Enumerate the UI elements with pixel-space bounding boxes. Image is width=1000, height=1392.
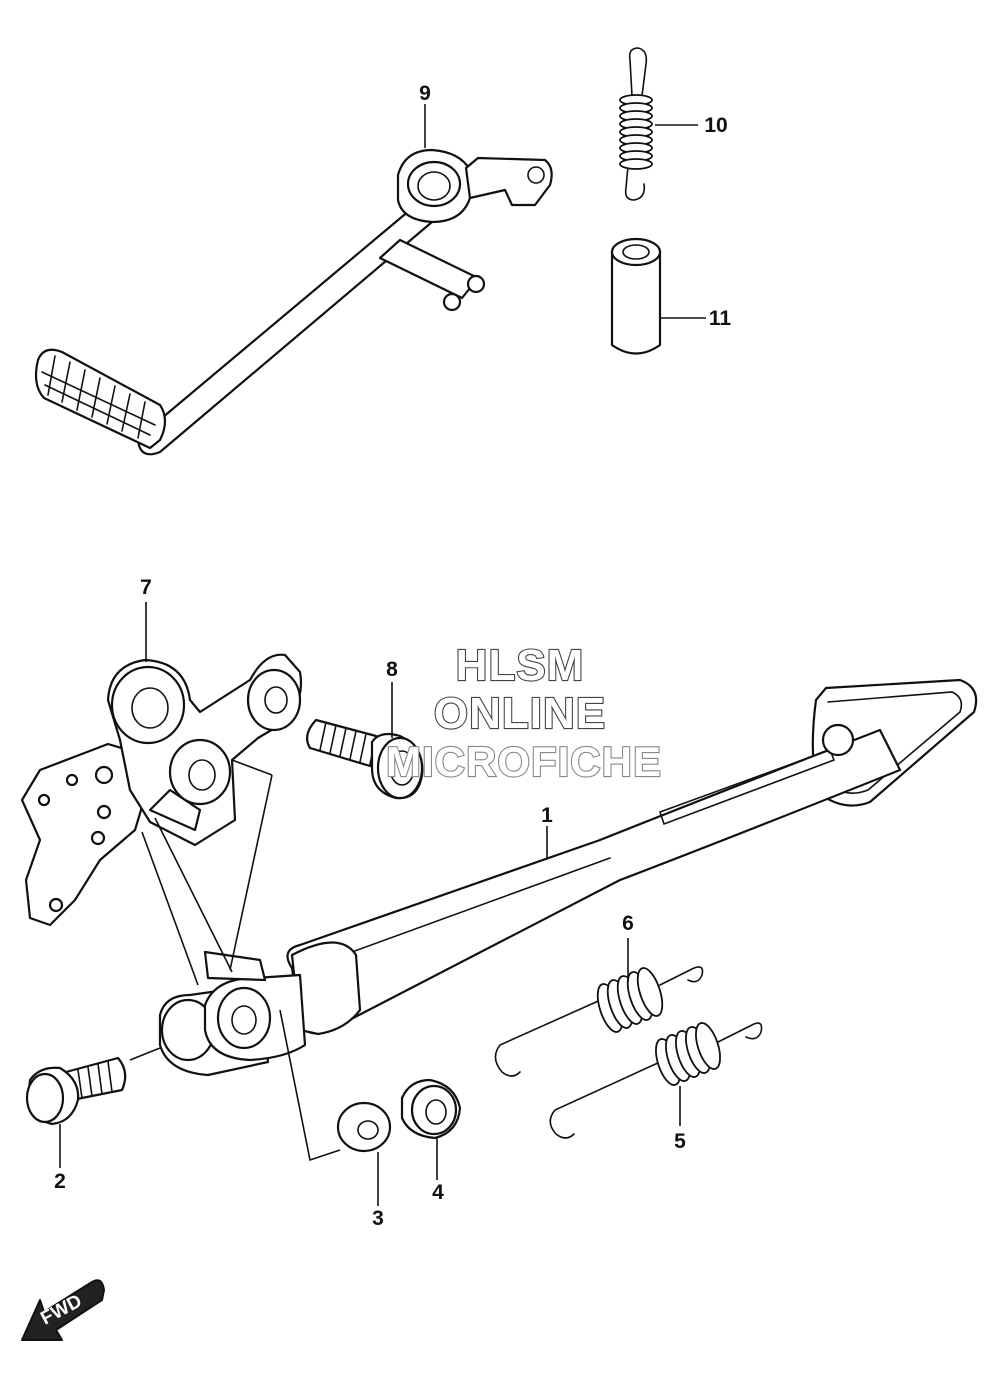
part-9-pedal[interactable]: [34, 148, 553, 456]
callout-labels: 9 10 11 7 8 1 6 5 2 4 3: [54, 82, 731, 1230]
watermark-line-2: ONLINE: [434, 689, 606, 738]
part-1-side-stand[interactable]: [158, 678, 978, 1077]
callout-9: 9: [419, 82, 431, 105]
part-3-washer[interactable]: [336, 1101, 392, 1153]
callout-1: 1: [541, 804, 553, 827]
part-6-spring[interactable]: [494, 965, 704, 1077]
callout-6: 6: [622, 912, 634, 935]
callout-5: 5: [674, 1130, 686, 1153]
part-5-spring[interactable]: [549, 1020, 763, 1139]
callout-11: 11: [709, 307, 732, 330]
part-8-bolt[interactable]: [305, 718, 424, 800]
watermark: HLSM ONLINE MICROFICHE: [385, 640, 662, 786]
callout-7: 7: [140, 576, 152, 599]
callout-2: 2: [54, 1170, 66, 1193]
callout-8: 8: [386, 658, 398, 681]
fwd-arrow: FWD: [21, 1279, 105, 1341]
part-10-spring[interactable]: [619, 47, 653, 201]
assembly-lines: [129, 759, 341, 1162]
part-2-pivot-bolt[interactable]: [25, 1056, 127, 1126]
part-7-bracket[interactable]: [20, 653, 303, 927]
watermark-line-1: HLSM: [456, 641, 585, 690]
watermark-line-3: MICROFICHE: [386, 738, 662, 785]
callout-4: 4: [432, 1181, 444, 1204]
callout-3: 3: [372, 1207, 384, 1230]
fwd-arrow-icon: [21, 1279, 105, 1341]
callout-10: 10: [704, 114, 727, 137]
part-11-bushing[interactable]: [610, 237, 662, 355]
part-4-nut[interactable]: [400, 1078, 462, 1140]
